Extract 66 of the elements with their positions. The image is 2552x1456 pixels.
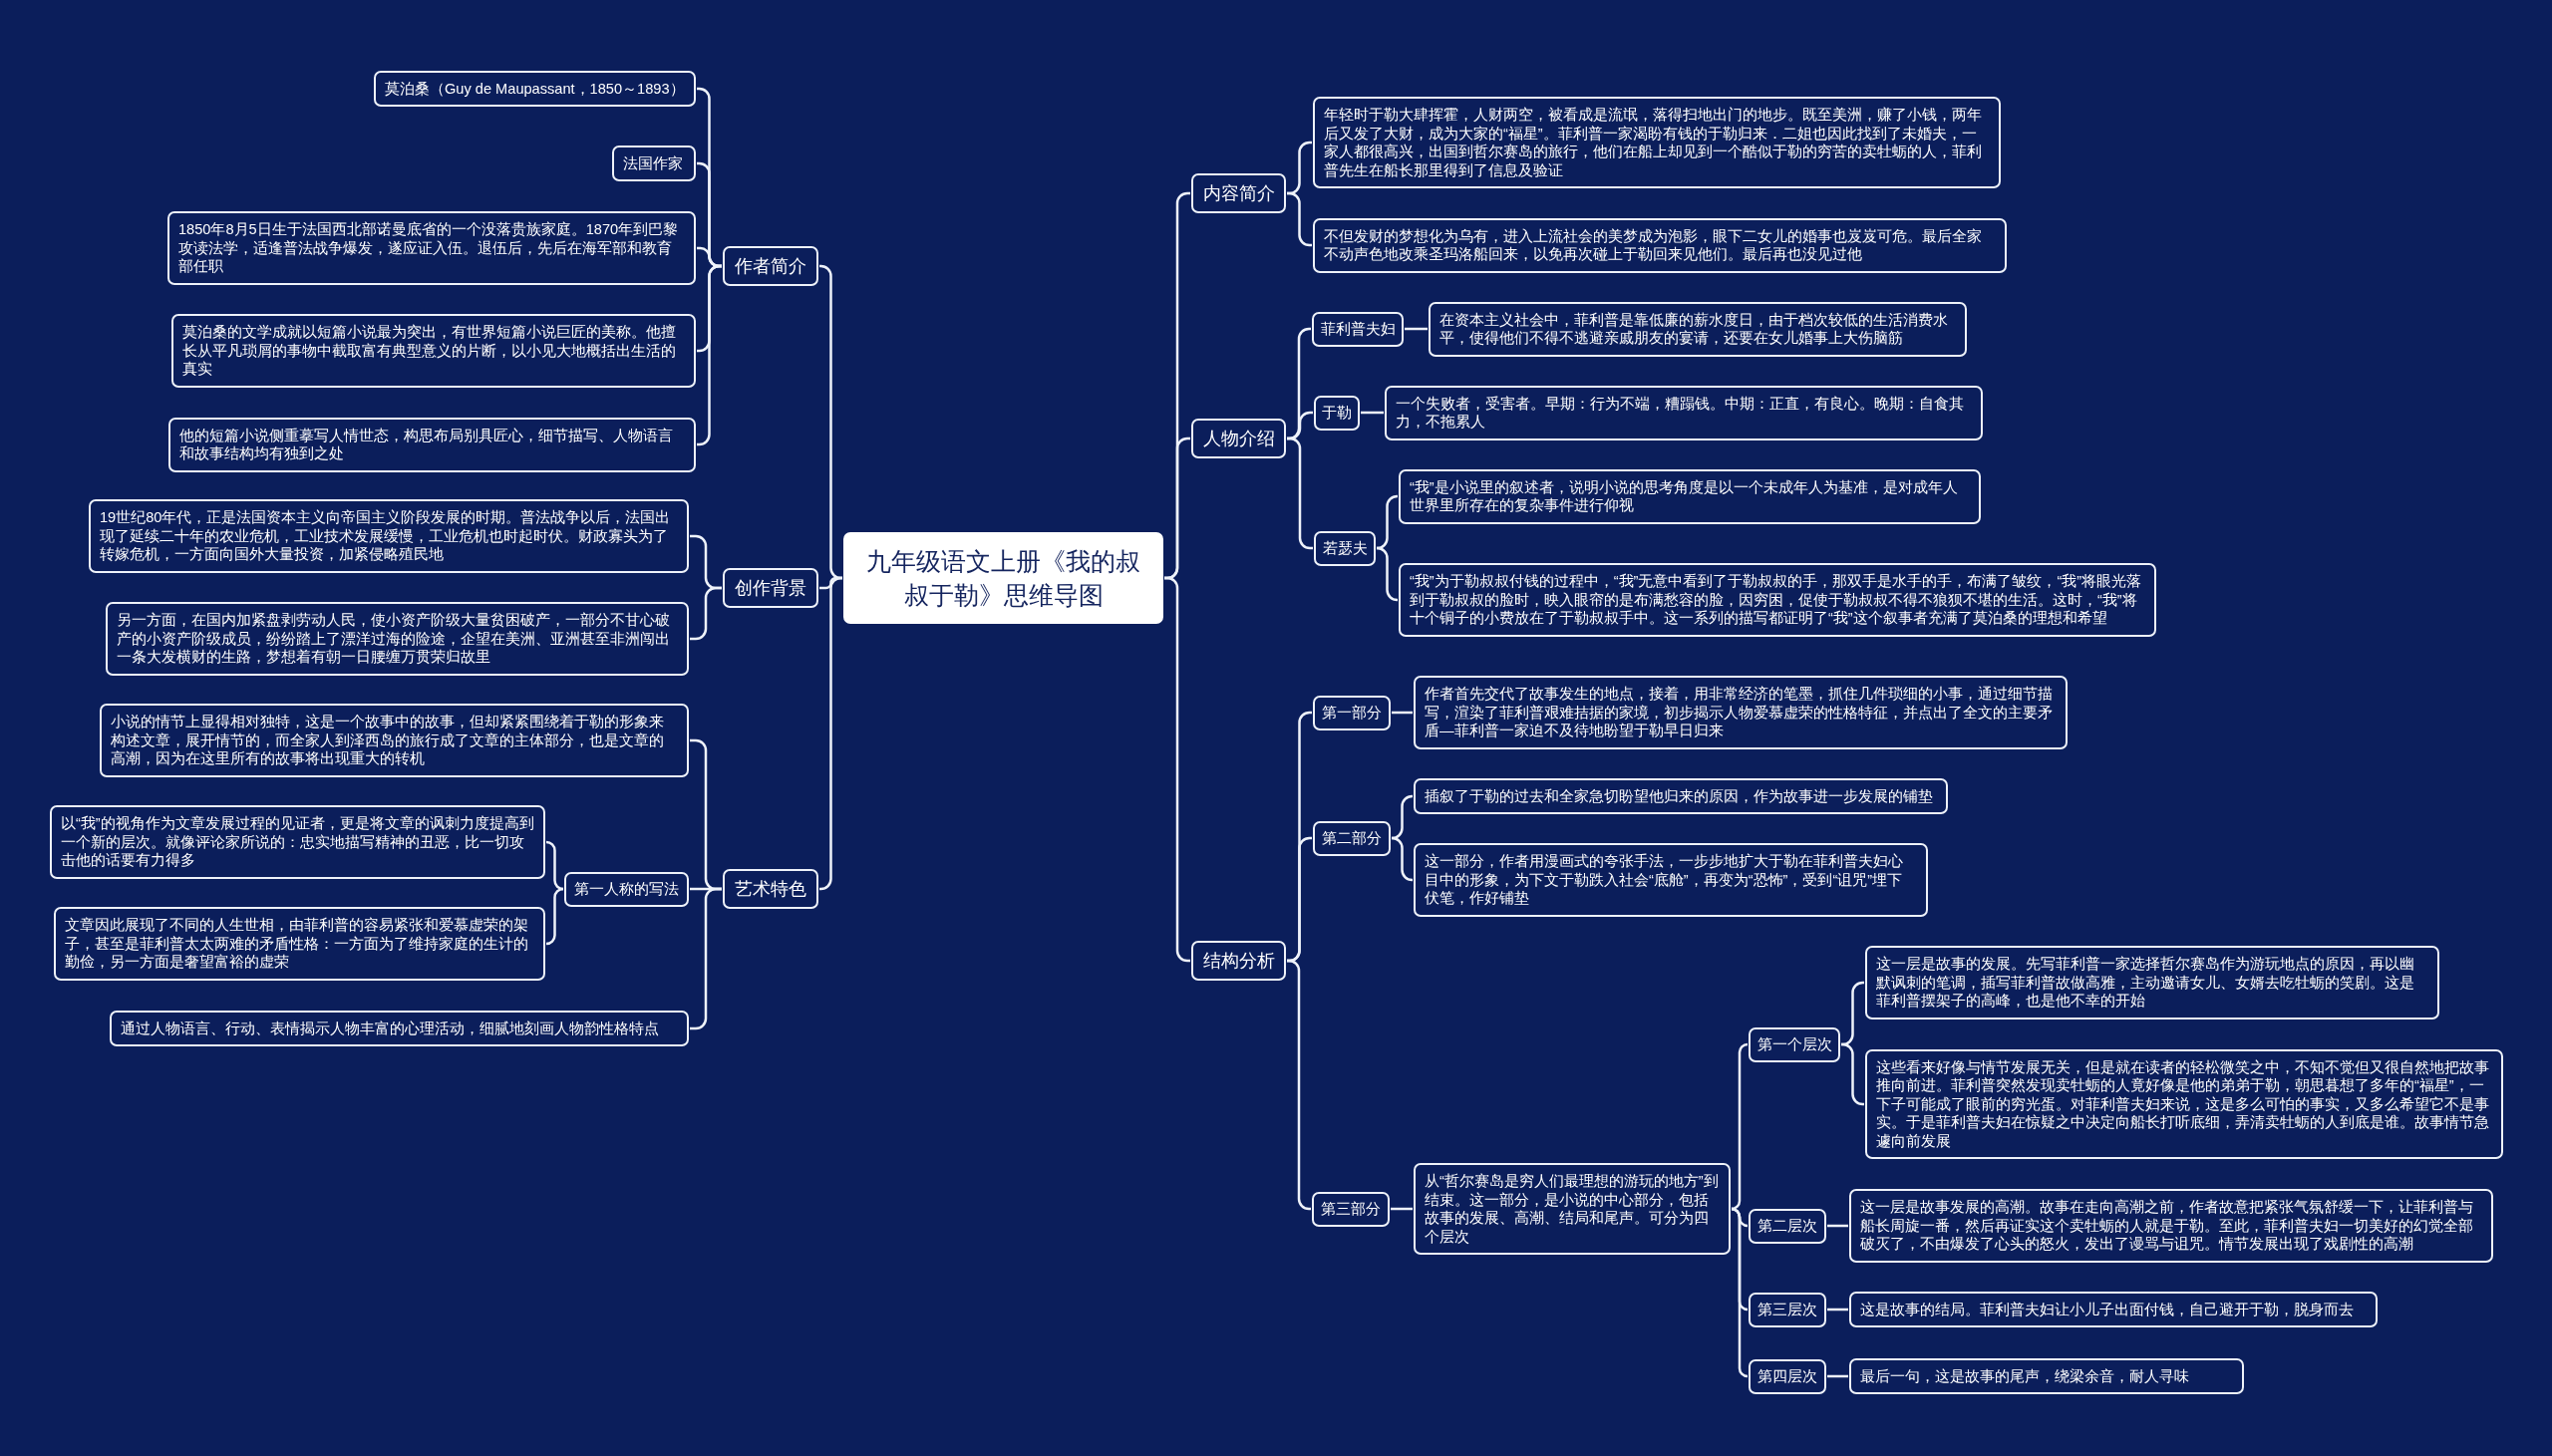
- connector-line: [1286, 959, 1312, 1211]
- detail-note: 在资本主义社会中，菲利普是靠低廉的薪水度日，由于档次较低的生活消费水平，使得他们不得不逃避亲戚朋友的宴请，还要在女儿婚事上大伤脑筋: [1429, 301, 1967, 357]
- detail-note: 这一部分，作者用漫画式的夸张手法，一步步地扩大于勒在菲利普夫妇心目中的形象，为下文于勒跌入社会“底舱”，再变为“恐怖”，受到“诅咒”埋下伏笔，作好铺垫: [1414, 843, 1928, 917]
- detail-note: 通过人物语言、行动、表情揭示人物丰富的心理活动，细腻地刻画人物韵性格特点: [110, 1010, 689, 1046]
- detail-note: 莫泊桑（Guy de Maupassant，1850～1893）: [374, 70, 696, 107]
- connector-line: [1361, 411, 1384, 415]
- subtopic: 第二层次: [1749, 1208, 1826, 1244]
- detail-note: 这一层是故事的发展。先写菲利普一家选择哲尔赛岛作为游玩地点的原因，再以幽默讽刺的笔调，插写菲利普故做高雅，主动邀请女儿、女婿去吃牡蛎的笑剧。这是菲利普摆架子的高峰，也是他不幸的开始: [1865, 946, 2439, 1019]
- connector-line: [1405, 327, 1428, 331]
- detail-note: “我”是小说里的叙述者，说明小说的思考角度是以一个未成年人为基准，是对成年人世界里所存在的复杂事件进行仰视: [1399, 468, 1981, 524]
- connector-line: [1731, 1207, 1750, 1378]
- connector-line: [697, 264, 722, 446]
- connector-line: [1391, 1207, 1413, 1211]
- connector-line: [1827, 1308, 1848, 1311]
- subtopic: 第二部分: [1313, 820, 1391, 856]
- connector-line: [1840, 1042, 1865, 1106]
- subtopic: 菲利普夫妇: [1312, 311, 1404, 347]
- detail-note: “我”为于勒叔叔付钱的过程中，“我”无意中看到了于勒叔叔的手，那双手是水手的手，布满了皱纹，“我”将眼光落到于勒叔叔的脸时，映入眼帘的是布满愁容的脸，因穷困，促使于勒叔叔不得不狼狈不堪的生活。这时，“我”将十个铜子的小费放在了于勒叔叔手中。这一系列的描写都证明了“我”这个叙事者充满了莫泊桑的理想和希望: [1399, 563, 2156, 637]
- connector-line: [1827, 1224, 1848, 1228]
- subtopic: 第三部分: [1312, 1191, 1390, 1227]
- connector-line: [1163, 576, 1191, 963]
- detail-note: 小说的情节上显得相对独特，这是一个故事中的故事，但却紧紧围绕着于勒的形象来构述文章，展开情节的，而全家人到泽西岛的旅行成了文章的主体部分，也是文章的高潮，因为在这里所有的故事将出现重大的转机: [100, 704, 689, 777]
- connector-line: [1376, 546, 1399, 602]
- subtopic: 第一部分: [1313, 695, 1391, 730]
- connector-line: [1287, 437, 1313, 550]
- central-topic: 九年级语文上册《我的叔叔于勒》思维导图: [843, 532, 1163, 624]
- subtopic: 第三层次: [1749, 1292, 1826, 1327]
- connector-line: [1391, 794, 1414, 840]
- detail-note: 一个失败者，受害者。早期：行为不端，糟蹋钱。中期：正直，有良心。晚期：自食其力，不拖累人: [1385, 385, 1983, 440]
- connector-line: [1376, 494, 1399, 550]
- detail-note: 这是故事的结局。菲利普夫妇让小儿子出面付钱，自己避开于勒，脱身而去: [1849, 1291, 2378, 1327]
- detail-note: 这一层是故事发展的高潮。故事在走向高潮之前，作者故意把紧张气氛舒缓一下，让菲利普与船长周旋一番，然后再证实这个卖牡蛎的人就是于勒。至此，菲利普夫妇一切美好的幻觉全部破灭了，不由爆发了心头的怒火，发出了谩骂与诅咒。情节发展出现了戏剧性的高潮: [1849, 1189, 2493, 1263]
- detail-note: 莫泊桑的文学成就以短篇小说最为突出，有世界短篇小说巨匠的美称。他擅长从平凡琐屑的事物中截取富有典型意义的片断，以小见大地概括出生活的真实: [171, 314, 696, 388]
- detail-note: 法国作家: [612, 145, 696, 181]
- connector-line: [1392, 711, 1413, 715]
- detail-note: 最后一句，这是故事的尾声，绕梁余音，耐人寻味: [1849, 1357, 2244, 1394]
- detail-note: 插叙了于勒的过去和全家急切盼望他归来的原因，作为故事进一步发展的铺垫: [1414, 777, 1948, 814]
- detail-note: 这些看来好像与情节发展无关，但是就在读者的轻松微笑之中，不知不觉但又很自然地把故事推向前进。菲利普突然发现卖牡蛎的人竟好像是他的弟弟于勒，朝思暮想了多年的“福星”，一下子可能成了眼前的穷光蛋。对菲利普夫妇来说，这是多么可怕的事实，又多么希望它不是事实。于是菲利普夫妇在惊疑之中决定向船长打听底细，弄清卖牡蛎的人到底是谁。故事情节急遽向前发展: [1865, 1048, 2503, 1159]
- connector-line: [544, 887, 564, 946]
- connector-line: [544, 840, 564, 891]
- subtopic: 于勒: [1314, 395, 1360, 431]
- main-topic: 结构分析: [1191, 941, 1286, 981]
- detail-note: 1850年8月5日生于法国西北部诺曼底省的一个没落贵族家庭。1870年到巴黎攻读法学，适逢普法战争爆发，遂应证入伍。退伍后，先后在海军部和教育部任职: [167, 211, 696, 285]
- connector-line: [1827, 1374, 1848, 1378]
- main-topic: 内容简介: [1191, 173, 1286, 213]
- detail-note: 文章因此展现了不同的人生世相，由菲利普的容易紧张和爱慕虚荣的架子，甚至是菲利普太太两难的矛盾性格：一方面为了维持家庭的生计的勤俭，另一方面是奢望富裕的虚荣: [54, 907, 545, 981]
- main-topic: 创作背景: [723, 568, 818, 608]
- detail-note: 他的短篇小说侧重摹写人情世态，构思布局别具匠心，细节描写、人物语言和故事结构均有独到之处: [168, 417, 696, 472]
- main-topic: 作者简介: [723, 246, 818, 286]
- connector-line: [1287, 191, 1312, 247]
- connector-line: [818, 576, 843, 891]
- detail-note: 以“我”的视角作为文章发展过程的见证者，更是将文章的讽刺力度提高到一个新的层次。就像评论家所说的：忠实地描写精神的丑恶，比一切攻击他的话要有力得多: [50, 805, 545, 879]
- detail-note: 从“哲尔赛岛是穷人们最理想的游玩的地方”到结束。这一部分，是小说的中心部分，包括故事的发展、高潮、结局和尾声。可分为四个层次: [1414, 1163, 1731, 1255]
- subtopic: 若瑟夫: [1314, 530, 1376, 566]
- main-topic: 人物介绍: [1191, 419, 1286, 458]
- connector-line: [1731, 1042, 1750, 1211]
- detail-note: 作者首先交代了故事发生的地点，接着，用非常经济的笔墨，抓住几件琐细的小事，通过细节描写，渲染了菲利普艰难拮据的家境，初步揭示人物爱慕虚荣的性格特征，并点出了全文的主要矛盾—菲利普一家迫不及待地盼望于勒早日归来: [1414, 676, 2068, 749]
- connector-line: [1391, 836, 1414, 882]
- subtopic: 第一个层次: [1749, 1026, 1840, 1062]
- subtopic: 第四层次: [1749, 1358, 1826, 1394]
- detail-note: 不但发财的梦想化为乌有，进入上流社会的美梦成为泡影，眼下二女儿的婚事也岌岌可危。最后全家不动声色地改乘圣玛洛船回来，以免再次碰上于勒回来见他们。最后再也没见过他: [1313, 217, 2007, 273]
- subtopic: 第一人称的写法: [564, 871, 689, 907]
- detail-note: 年轻时于勒大肆挥霍，人财两空，被看成是流氓，落得扫地出门的地步。既至美洲，赚了小钱，两年后又发了大财，成为大家的“福星”。菲利普一家渴盼有钱的于勒归来．二姐也因此找到了未婚夫，一家人都很高兴，出国到哲尔赛岛的旅行，他们在船上却见到一个酷似于勒的穷苦的卖牡蛎的人，菲利普先生在船长那里得到了信息及验证: [1313, 97, 2001, 188]
- detail-note: 19世纪80年代，正是法国资本主义向帝国主义阶段发展的时期。普法战争以后，法国出现了延续二十年的农业危机，工业技术发展缓慢，工业危机也时起时伏。财政寡头为了转嫁危机，一方面向国外大量投资，加紧侵略殖民地: [89, 499, 689, 573]
- detail-note: 另一方面，在国内加紧盘剥劳动人民，使小资产阶级大量贫困破产，一部分不甘心破产的小资产阶级成员，纷纷踏上了漂洋过海的险途，企望在美洲、亚洲甚至非洲闯出一条大发横财的生路，梦想着有朝一日腰缠万贯荣归故里: [106, 602, 689, 676]
- main-topic: 艺术特色: [723, 869, 818, 909]
